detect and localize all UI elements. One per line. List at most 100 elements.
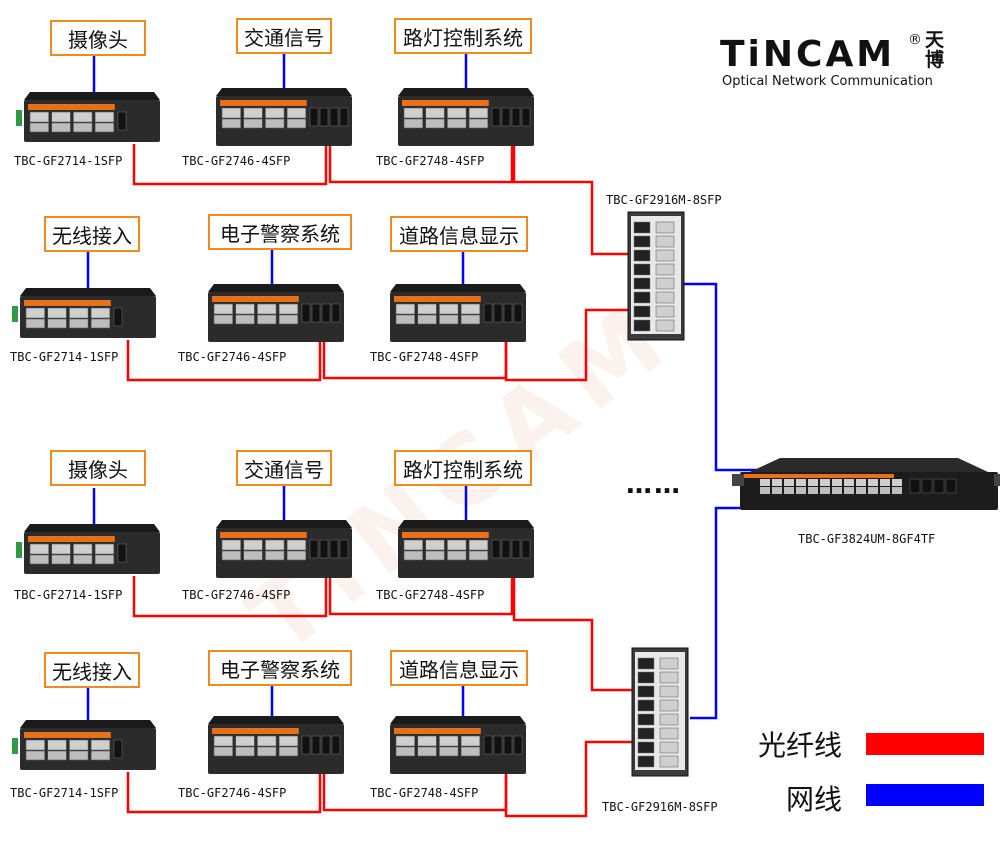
access-switch bbox=[398, 520, 534, 578]
sfp-port bbox=[311, 303, 321, 323]
ethernet-port bbox=[73, 111, 93, 123]
ethernet-port bbox=[235, 746, 255, 757]
device-label-streetlight: 路灯控制系统 bbox=[394, 18, 532, 54]
ethernet-port bbox=[468, 107, 489, 119]
ethernet-port bbox=[417, 303, 437, 315]
switch-top bbox=[24, 524, 160, 532]
sfp-port bbox=[633, 249, 651, 262]
switch-top bbox=[20, 288, 156, 296]
legend-fiber-label: 光纤线 bbox=[758, 729, 843, 762]
sfp-port bbox=[513, 735, 523, 755]
sfp-port bbox=[637, 671, 655, 684]
ethernet-port bbox=[235, 303, 255, 315]
ethernet-port bbox=[655, 249, 675, 262]
switch-front-panel bbox=[212, 296, 299, 302]
ethernet-port bbox=[856, 479, 866, 486]
ethernet-port bbox=[659, 685, 679, 698]
switch-top bbox=[216, 520, 352, 528]
sfp-port bbox=[501, 107, 511, 127]
ethernet-port bbox=[94, 554, 115, 565]
sfp-port bbox=[309, 107, 319, 127]
ethernet-port bbox=[655, 319, 675, 332]
sfp-port bbox=[503, 735, 513, 755]
sfp-port bbox=[113, 739, 123, 759]
sfp-port bbox=[633, 291, 651, 304]
sfp-port bbox=[637, 657, 655, 670]
logo-tagline: Optical Network Communication bbox=[722, 74, 933, 89]
access-switch bbox=[16, 524, 160, 574]
ethernet-port bbox=[655, 305, 675, 318]
ethernet-port bbox=[395, 314, 416, 325]
ethernet-port bbox=[25, 318, 46, 329]
ethernet-port bbox=[772, 479, 782, 486]
sfp-port bbox=[503, 303, 513, 323]
ethernet-port bbox=[257, 735, 277, 747]
ethernet-port bbox=[278, 735, 299, 747]
sfp-port bbox=[301, 735, 311, 755]
ethernet-port bbox=[94, 543, 115, 555]
switch-front-panel bbox=[744, 474, 894, 478]
sfp-port bbox=[637, 699, 655, 712]
fiber-line bbox=[328, 578, 514, 616]
rack-ear bbox=[732, 474, 744, 486]
device-label-road-info: 道路信息显示 bbox=[390, 216, 528, 252]
switch-front-panel bbox=[394, 296, 481, 302]
ethernet-port bbox=[856, 487, 866, 494]
sfp-port bbox=[511, 107, 521, 127]
ethernet-port bbox=[655, 291, 675, 304]
ethernet-port bbox=[51, 111, 71, 123]
ethernet-port bbox=[784, 479, 794, 486]
fiber-line bbox=[132, 144, 328, 186]
access-switch bbox=[390, 284, 526, 342]
aggregation-switch bbox=[631, 647, 689, 777]
ethernet-port bbox=[94, 122, 115, 133]
sfp-port bbox=[319, 539, 329, 559]
access-switch bbox=[12, 288, 156, 338]
sfp-port bbox=[483, 303, 493, 323]
ethernet-port bbox=[90, 750, 111, 761]
switch-top bbox=[208, 284, 344, 292]
ethernet-port bbox=[94, 111, 115, 123]
terminal-block bbox=[16, 110, 22, 126]
device-label-streetlight: 路灯控制系统 bbox=[394, 450, 532, 486]
switch-model-label: TBC-GF2746-4SFP bbox=[182, 154, 291, 168]
fiber-uplink bbox=[504, 740, 634, 818]
company-logo: TiNCAM ® 天博 Optical Network Communicatio… bbox=[720, 30, 960, 94]
ethernet-port bbox=[265, 539, 285, 551]
switch-model-label: TBC-GF2714-1SFP bbox=[10, 786, 119, 800]
ethernet-port bbox=[395, 735, 416, 747]
ethernet-port bbox=[257, 314, 277, 325]
ethernet-port bbox=[69, 750, 89, 761]
ethernet-port bbox=[832, 487, 842, 494]
ethernet-port bbox=[403, 539, 424, 551]
ethernet-port bbox=[29, 122, 50, 133]
ethernet-port bbox=[880, 487, 890, 494]
access-switch bbox=[208, 284, 344, 342]
ethernet-port bbox=[784, 487, 794, 494]
sfp-port bbox=[329, 107, 339, 127]
sfp-port bbox=[633, 305, 651, 318]
sfp-port bbox=[491, 107, 501, 127]
ethernet-port bbox=[221, 118, 242, 129]
ethernet-port bbox=[403, 550, 424, 561]
core-switch-label: TBC-GF3824UM-8GF4TF bbox=[798, 532, 936, 546]
switch-top bbox=[390, 284, 526, 292]
ethernet-port bbox=[844, 479, 854, 486]
switch-model-label: TBC-GF2748-4SFP bbox=[376, 154, 485, 168]
sfp-port bbox=[521, 539, 531, 559]
logo-wordmark: TiNCAM bbox=[720, 34, 896, 75]
ethernet-port bbox=[213, 303, 234, 315]
ethernet-port bbox=[655, 263, 675, 276]
ethernet-port bbox=[796, 487, 806, 494]
ethernet-port bbox=[278, 303, 299, 315]
ethernet-port bbox=[460, 735, 481, 747]
sfp-port bbox=[637, 727, 655, 740]
ethernet-port bbox=[29, 111, 50, 123]
terminal-block bbox=[16, 542, 22, 558]
sfp-port bbox=[521, 107, 531, 127]
ethernet-port bbox=[286, 118, 307, 129]
switch-top bbox=[208, 716, 344, 724]
ethernet-port bbox=[655, 221, 675, 234]
ethernet-port bbox=[257, 303, 277, 315]
